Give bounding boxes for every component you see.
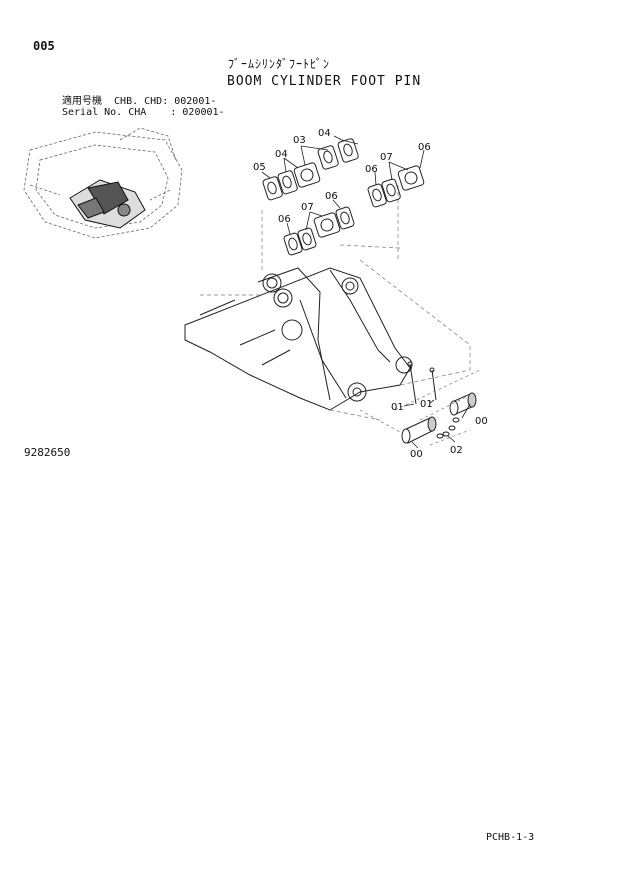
foot-pin-lower (401, 416, 437, 444)
callout-05: 05 (253, 162, 266, 173)
callout-labels: 03 04 04 05 06 07 06 06 07 06 01 01 00 0… (253, 128, 488, 460)
callout-04-left: 04 (275, 149, 288, 160)
foot-pins (401, 392, 477, 444)
pin-bolts (407, 361, 437, 405)
title-japanese: ﾌﾞｰﾑｼﾘﾝﾀﾞﾌｰﾄﾋﾟﾝ (228, 57, 331, 71)
callout-04-top: 04 (318, 128, 331, 139)
serial-line-1: 適用号機 CHB. CHD: 002001- (62, 96, 217, 107)
callout-leaders (261, 135, 471, 449)
footer-page-code: PCHB-1-3 (486, 832, 535, 843)
callout-06-lower-b: 06 (325, 191, 338, 202)
callout-07-right: 07 (380, 152, 393, 163)
serial-applicability: 適用号機 CHB. CHD: 002001- Serial No. CHA : … (62, 96, 225, 118)
drawing-number: 9282650 (24, 446, 71, 459)
shim-group-lower (283, 206, 355, 256)
callout-00-bottom: 00 (410, 449, 423, 460)
frame-hidden-lines (200, 185, 471, 421)
callout-00-right: 00 (475, 416, 488, 427)
page-number: 005 (33, 39, 55, 53)
callout-06-right-a: 06 (365, 164, 378, 175)
callout-06-right-b: 06 (418, 142, 431, 153)
callout-01-right: 01 (420, 399, 433, 410)
callout-02: 02 (450, 445, 463, 456)
callout-01-left: 01 (391, 402, 404, 413)
shim-group-upper-left (262, 138, 359, 201)
highlighted-foot-section (69, 179, 146, 229)
title-english: BOOM CYLINDER FOOT PIN (227, 74, 422, 89)
boom-foot-frame (184, 267, 413, 411)
callout-06-lower-a: 06 (278, 214, 291, 225)
callout-07-lower: 07 (301, 202, 314, 213)
shim-plates (262, 138, 425, 256)
serial-line-2: Serial No. CHA : 020001- (62, 107, 225, 118)
machine-overview-sketch (23, 127, 183, 239)
foot-pin-upper (449, 392, 477, 416)
callout-03: 03 (293, 135, 306, 146)
nuts-washers (436, 417, 460, 439)
shim-group-right (367, 165, 425, 208)
